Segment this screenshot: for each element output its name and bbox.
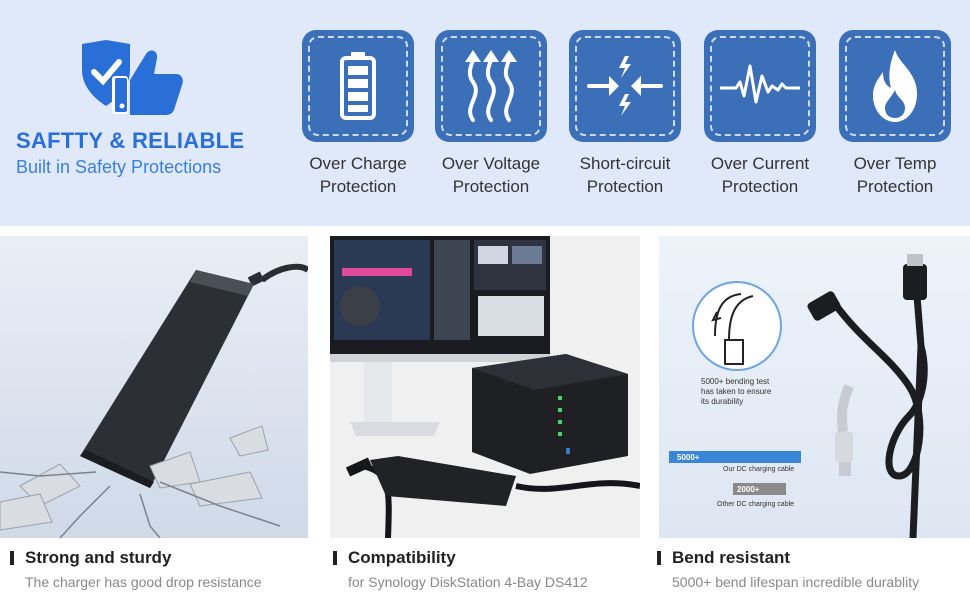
bar-ours-value: 5000+	[677, 453, 700, 462]
feature-short-circuit: Short-circuit Protection	[557, 30, 693, 198]
feature-tile	[839, 30, 951, 142]
feature-tile	[435, 30, 547, 142]
sturdy-photo	[0, 236, 308, 538]
pulse-wave-icon	[720, 64, 800, 104]
battery-icon	[340, 52, 376, 120]
feature-over-voltage: Over Voltage Protection	[423, 30, 559, 198]
caption-title: Bend resistant	[672, 548, 791, 567]
caption-subtitle: 5000+ bend lifespan incredible durablity	[672, 574, 920, 590]
feature-over-charge: Over Charge Protection	[290, 30, 426, 198]
feature-label-line1: Over Voltage	[441, 154, 541, 173]
feature-label-line1: Over Temp	[853, 154, 937, 173]
adapter-crack-illustration	[0, 263, 308, 538]
caption-marker	[333, 551, 337, 565]
caption-marker	[10, 551, 14, 565]
feature-label-line2: Protection	[319, 177, 397, 196]
feature-over-temp: Over Temp Protection	[827, 30, 963, 198]
bend-test-line2: has taken to ensure	[701, 387, 772, 396]
feature-label-line1: Over Current	[710, 154, 810, 173]
safety-subtitle: Built in Safety Protections	[16, 157, 222, 177]
bend-test-line1: 5000+ bending test	[701, 377, 770, 386]
feature-label-line2: Protection	[586, 177, 664, 196]
bar-ours-caption: Our DC charging cable	[723, 466, 794, 473]
safety-banner: SAFTTY & RELIABLE Built in Safety Protec…	[0, 0, 970, 226]
feature-over-current: Over Current Protection	[692, 30, 828, 198]
feature-label-line2: Protection	[856, 177, 934, 196]
caption-subtitle: The charger has good drop resistance	[25, 574, 262, 590]
heat-waves-icon	[465, 50, 517, 122]
feature-label-line1: Over Charge	[309, 154, 407, 173]
feature-label-line2: Protection	[721, 177, 799, 196]
bar-other	[733, 483, 786, 495]
bend-illustration: 5000+ bending test has taken to ensure i…	[669, 254, 928, 538]
compatibility-photo	[330, 236, 640, 538]
caption-subtitle: for Synology DiskStation 4-Bay DS412	[348, 574, 588, 590]
caption-marker	[657, 551, 661, 565]
short-circuit-icon	[587, 56, 663, 116]
bend-test-line3: its durability	[701, 397, 743, 406]
safety-title: SAFTTY & RELIABLE	[16, 128, 245, 153]
nas-monitor-illustration	[330, 236, 640, 538]
feature-tile	[302, 30, 414, 142]
caption-title: Strong and sturdy	[25, 548, 172, 567]
bend-photo: 5000+ bending test has taken to ensure i…	[659, 236, 970, 538]
feature-tile	[704, 30, 816, 142]
caption-title: Compatibility	[348, 548, 456, 567]
bar-ours	[669, 451, 801, 463]
shield-thumbs-up-icon	[82, 40, 183, 115]
feature-tile	[569, 30, 681, 142]
bar-other-value: 2000+	[737, 485, 760, 494]
feature-label-line2: Protection	[452, 177, 530, 196]
flame-icon	[873, 50, 917, 122]
bar-other-caption: Other DC charging cable	[717, 501, 794, 508]
feature-label-line1: Short-circuit	[579, 154, 671, 173]
